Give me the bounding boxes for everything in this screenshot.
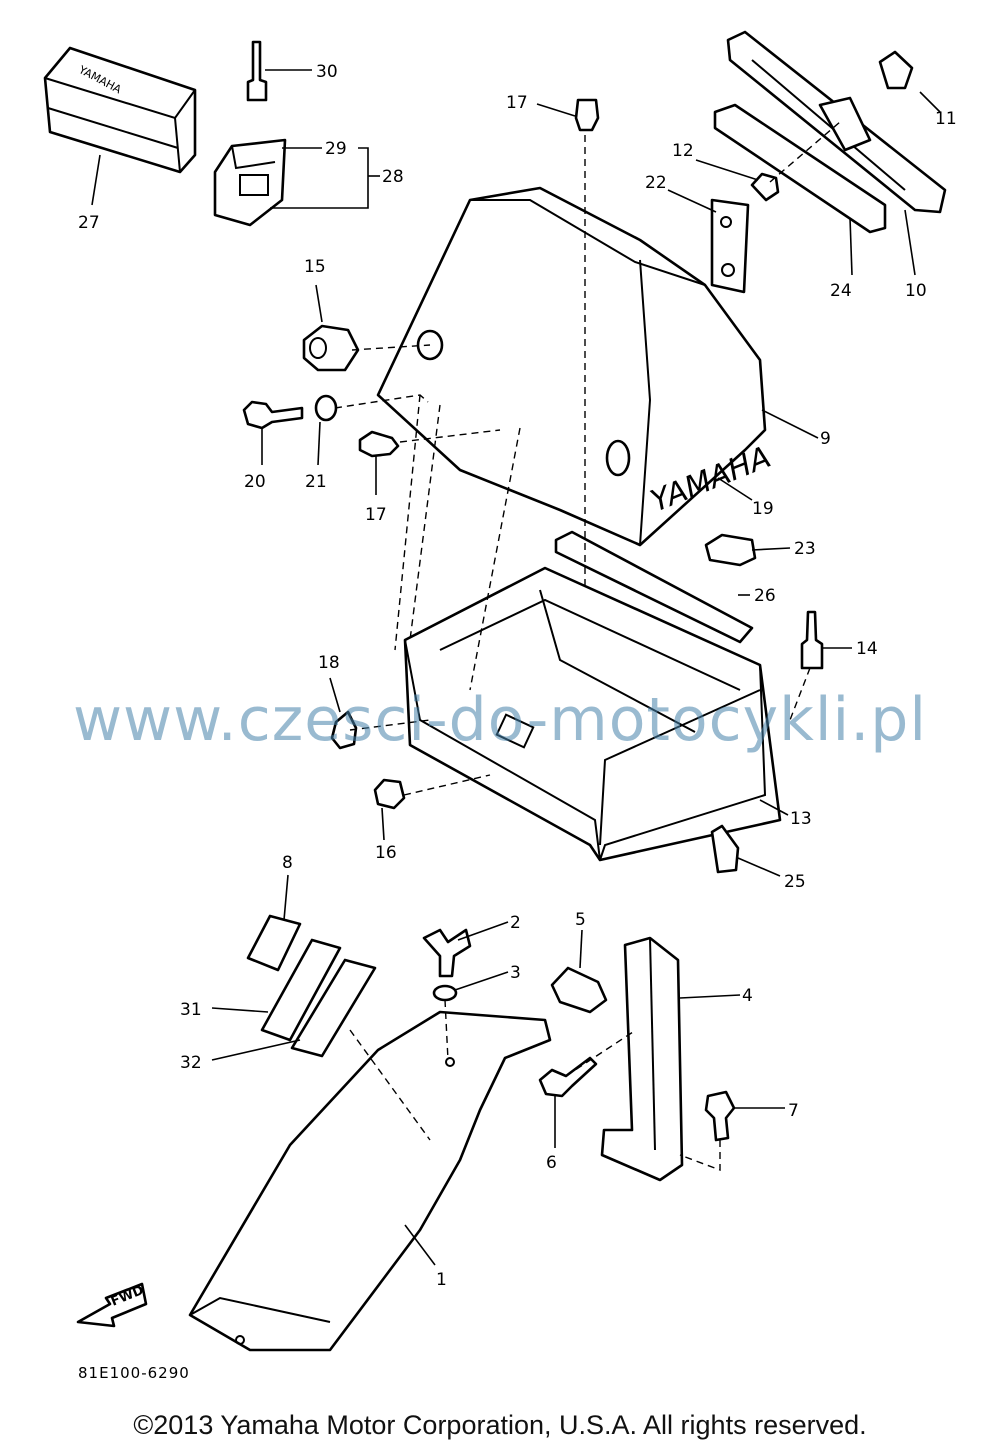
part-24-plate bbox=[713, 103, 887, 234]
copyright-notice: ©2013 Yamaha Motor Corporation, U.S.A. A… bbox=[133, 1410, 867, 1440]
callout-27: 27 bbox=[78, 213, 100, 233]
part-20-bolt bbox=[242, 400, 304, 430]
callout-5: 5 bbox=[575, 910, 586, 930]
callout-29: 29 bbox=[325, 139, 347, 159]
callout-17a: 17 bbox=[506, 93, 528, 113]
callout-8: 8 bbox=[282, 853, 293, 873]
part-11-bulb bbox=[878, 50, 914, 90]
part-16-nut bbox=[373, 778, 406, 810]
callout-22: 22 bbox=[645, 173, 667, 193]
part-14-screw bbox=[800, 610, 824, 670]
callout-13: 13 bbox=[790, 809, 812, 829]
callout-21: 21 bbox=[305, 472, 327, 492]
callout-2: 2 bbox=[510, 913, 521, 933]
fwd-arrow-icon: FWD bbox=[76, 1282, 148, 1328]
part-26-strip bbox=[554, 530, 754, 644]
part-23-pad bbox=[704, 533, 757, 567]
callout-4: 4 bbox=[742, 986, 753, 1006]
part-17-bolt-left bbox=[358, 430, 400, 458]
part-8-pad bbox=[246, 914, 302, 972]
part-25-clip bbox=[710, 824, 740, 874]
callout-28: 28 bbox=[382, 167, 404, 187]
part-30-screw bbox=[246, 40, 268, 102]
callout-14: 14 bbox=[856, 639, 878, 659]
callout-3: 3 bbox=[510, 963, 521, 983]
callout-15: 15 bbox=[304, 257, 326, 277]
part-18-grommet bbox=[330, 710, 358, 750]
part-5-grommet bbox=[550, 966, 608, 1014]
callout-10: 10 bbox=[905, 281, 927, 301]
callout-25: 25 bbox=[784, 872, 806, 892]
part-10-plate-bracket bbox=[726, 30, 947, 214]
callout-9: 9 bbox=[820, 429, 831, 449]
watermark-text: www.czesci-do-motocykli.pl bbox=[72, 685, 928, 755]
part-31-pad bbox=[260, 938, 342, 1042]
callout-7: 7 bbox=[788, 1101, 799, 1121]
part-17-bolt-top bbox=[574, 98, 600, 132]
callout-20: 20 bbox=[244, 472, 266, 492]
callout-26: 26 bbox=[754, 586, 776, 606]
part-32-pad bbox=[290, 958, 377, 1058]
callout-labels: 1 2 3 4 5 6 7 8 9 10 11 12 13 14 15 16 1… bbox=[78, 62, 957, 1290]
part-29-bracket bbox=[213, 138, 287, 227]
alignment-lines bbox=[334, 121, 841, 1172]
diagram-code: 81E100-6290 bbox=[78, 1364, 190, 1382]
callout-23: 23 bbox=[794, 539, 816, 559]
part-6-bolt bbox=[538, 1056, 598, 1098]
part-21-washer bbox=[314, 394, 338, 422]
part-27-box: YAMAHA bbox=[43, 46, 197, 174]
part-7-bolt bbox=[704, 1090, 736, 1142]
callout-31: 31 bbox=[180, 1000, 202, 1020]
part-2-wing-bolt bbox=[422, 928, 472, 978]
part-9-tail-cowl: YAMAHA bbox=[376, 186, 776, 547]
callout-30: 30 bbox=[316, 62, 338, 82]
part-22-stay bbox=[710, 198, 750, 294]
callout-6: 6 bbox=[546, 1153, 557, 1173]
leader-lines bbox=[91, 69, 941, 1266]
callout-11: 11 bbox=[935, 109, 957, 129]
part-1-fender-stay bbox=[188, 1010, 552, 1352]
part-4-bracket bbox=[600, 936, 684, 1182]
part-15-grommet bbox=[302, 324, 360, 372]
callout-18: 18 bbox=[318, 653, 340, 673]
callout-19: 19 bbox=[752, 499, 774, 519]
callout-24: 24 bbox=[830, 281, 852, 301]
part-13-tray bbox=[403, 566, 782, 862]
part-3-washer bbox=[432, 984, 458, 1002]
callout-17b: 17 bbox=[365, 505, 387, 525]
callout-12: 12 bbox=[672, 141, 694, 161]
callout-32: 32 bbox=[180, 1053, 202, 1073]
callout-1: 1 bbox=[436, 1270, 447, 1290]
callout-16: 16 bbox=[375, 843, 397, 863]
